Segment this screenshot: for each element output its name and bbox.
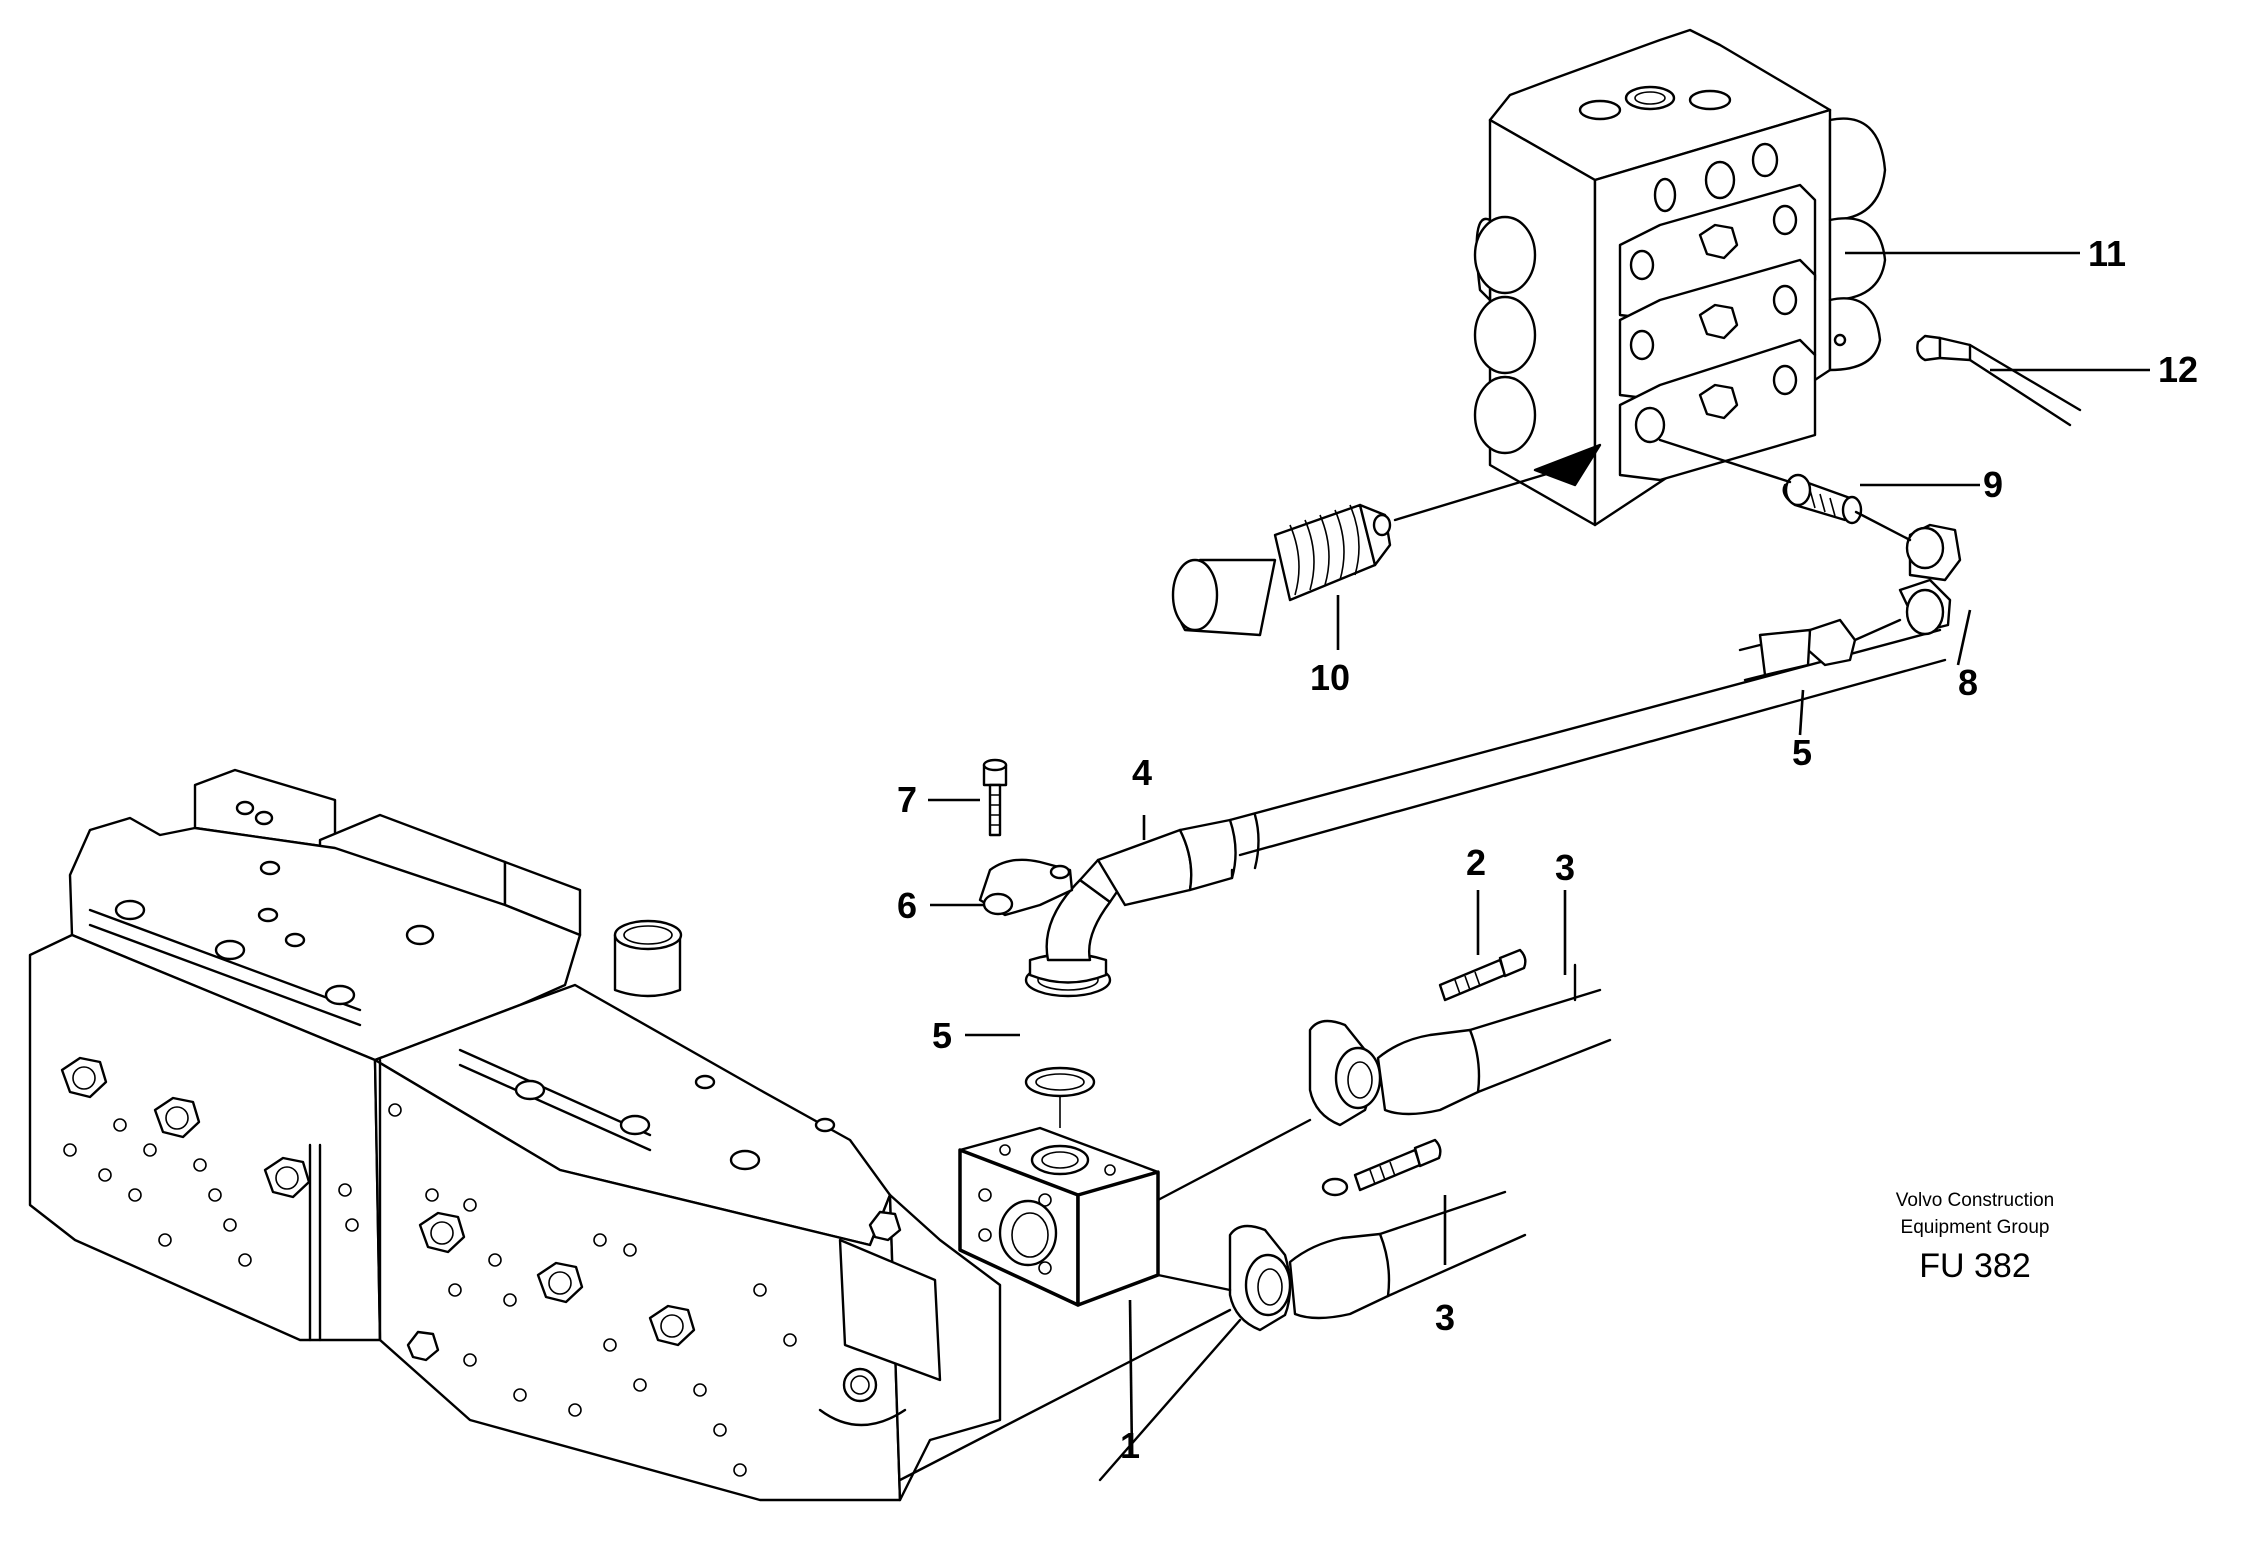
hex-bolt-icon [1698, 223, 1739, 420]
callout-5-upper: 5 [1792, 732, 1812, 773]
port-hole-icon [63, 1103, 797, 1477]
publisher-credit: Volvo Construction Equipment Group FU 38… [1896, 1190, 2054, 1285]
callout-9: 9 [1983, 464, 2003, 505]
callout-3-upper: 3 [1555, 847, 1575, 888]
callout-8: 8 [1958, 662, 1978, 703]
callout-12: 12 [2158, 349, 2198, 390]
callout-leaders [928, 251, 2150, 1456]
callout-7: 7 [897, 779, 917, 820]
main-control-valve [28, 768, 1002, 1502]
split-flange-upper [1308, 948, 1612, 1127]
callout-5-lower: 5 [932, 1015, 952, 1056]
elbow-hose-fitting [978, 628, 1947, 998]
callout-labels: 1 2 3 3 4 5 5 6 7 8 9 10 11 12 [897, 233, 2198, 1466]
flange-block [958, 1126, 1160, 1307]
port-hole-icon [1629, 142, 1798, 444]
spool-spring-assembly [1171, 503, 1392, 637]
figure-code: FU 382 [1919, 1247, 2031, 1285]
callout-11: 11 [2088, 233, 2126, 274]
callout-2: 2 [1466, 842, 1486, 883]
elbow-fitting [1854, 510, 1962, 636]
credit-line-1: Volvo Construction [1896, 1190, 2054, 1211]
split-flange-lower [1228, 1138, 1527, 1332]
hex-bolt-icon [60, 1056, 902, 1362]
o-ring [1024, 1066, 1096, 1128]
callout-1: 1 [1120, 1425, 1140, 1466]
callout-4: 4 [1132, 752, 1152, 793]
hose-end-fitting [1738, 618, 1902, 682]
credit-line-2: Equipment Group [1901, 1217, 2050, 1238]
adapter-fitting [1782, 473, 1863, 525]
sectional-valve [1473, 28, 1887, 527]
callout-3-lower: 3 [1435, 1297, 1455, 1338]
callout-10: 10 [1310, 657, 1350, 698]
callout-6: 6 [897, 885, 917, 926]
hose-fitting [1916, 334, 2082, 427]
